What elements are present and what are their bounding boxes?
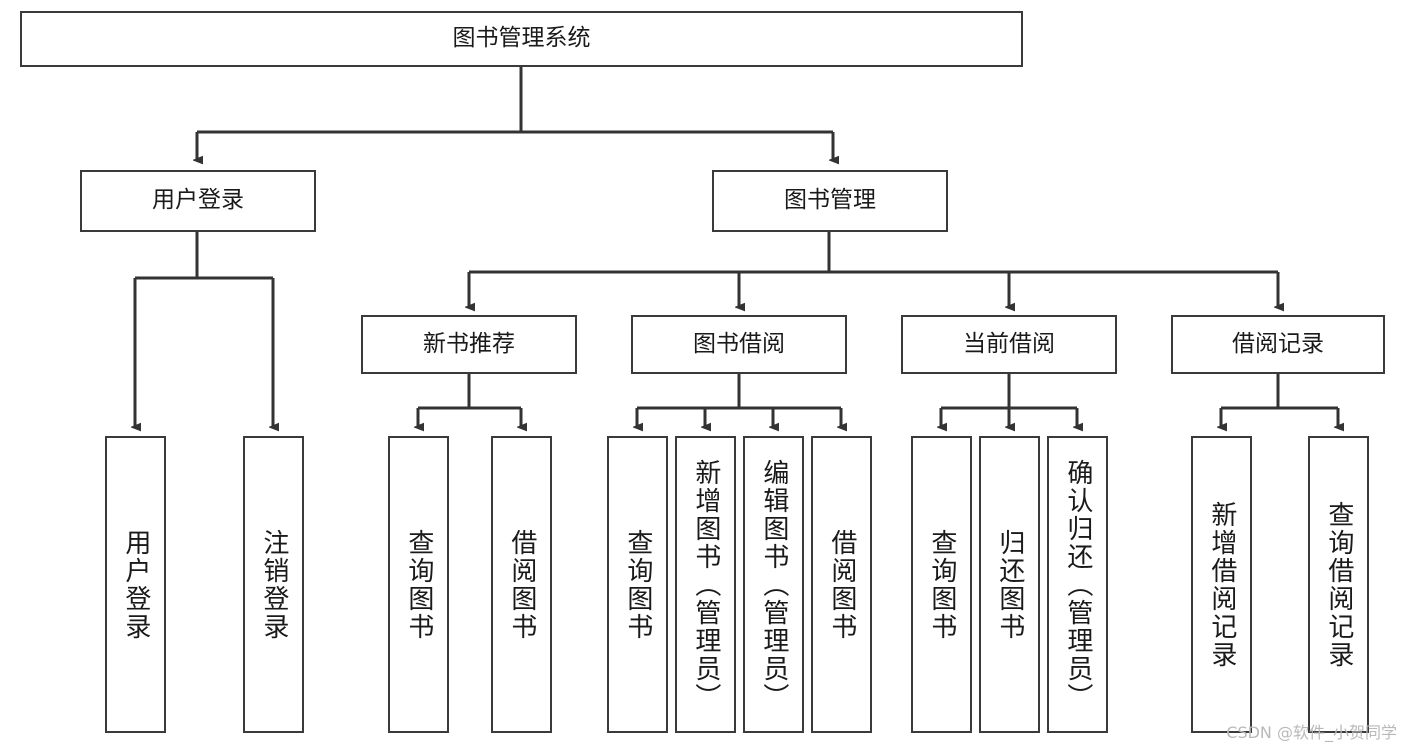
node-current-borrow-label: 当前借阅	[963, 330, 1055, 357]
node-leaf-borrow-book-1[interactable]: 借阅图书	[491, 436, 552, 733]
node-book-manage-label: 图书管理	[784, 187, 876, 214]
node-user-login[interactable]: 用户登录	[80, 170, 316, 232]
node-leaf-add-record[interactable]: 新增借阅记录	[1191, 436, 1252, 733]
node-root-label: 图书管理系统	[452, 25, 591, 52]
node-new-book-recommend-label: 新书推荐	[423, 330, 515, 357]
node-leaf-add-record-label: 新增借阅记录	[1206, 500, 1237, 669]
node-leaf-borrow-book-1-label: 借阅图书	[506, 528, 537, 641]
node-borrow-record-label: 借阅记录	[1232, 330, 1324, 357]
node-leaf-user-login[interactable]: 用户登录	[105, 436, 166, 733]
node-leaf-confirm-return-label: 确认归还（管理员）	[1062, 458, 1093, 711]
node-book-borrow[interactable]: 图书借阅	[631, 315, 847, 374]
node-leaf-query-book-1-label: 查询图书	[403, 528, 434, 641]
node-root[interactable]: 图书管理系统	[20, 11, 1023, 67]
node-leaf-edit-book[interactable]: 编辑图书（管理员）	[743, 436, 804, 733]
node-leaf-user-login-label: 用户登录	[120, 528, 151, 641]
node-leaf-query-book-2[interactable]: 查询图书	[607, 436, 668, 733]
node-leaf-borrow-book-2-label: 借阅图书	[826, 528, 857, 641]
node-leaf-confirm-return[interactable]: 确认归还（管理员）	[1047, 436, 1108, 733]
node-book-manage[interactable]: 图书管理	[712, 170, 948, 232]
node-user-login-label: 用户登录	[152, 187, 244, 214]
node-leaf-edit-book-label: 编辑图书（管理员）	[758, 458, 789, 711]
watermark-text: CSDN @软件_小贺同学	[1226, 723, 1397, 742]
node-leaf-borrow-book-2[interactable]: 借阅图书	[811, 436, 872, 733]
node-leaf-query-book-2-label: 查询图书	[622, 528, 653, 641]
node-leaf-query-record[interactable]: 查询借阅记录	[1308, 436, 1369, 733]
node-current-borrow[interactable]: 当前借阅	[901, 315, 1117, 374]
node-leaf-query-book-1[interactable]: 查询图书	[388, 436, 449, 733]
node-leaf-logout-login-label: 注销登录	[258, 528, 289, 641]
node-leaf-query-book-3-label: 查询图书	[926, 528, 957, 641]
node-book-borrow-label: 图书借阅	[693, 330, 785, 357]
node-leaf-return-book-label: 归还图书	[994, 528, 1025, 641]
node-leaf-logout-login[interactable]: 注销登录	[243, 436, 304, 733]
node-leaf-query-book-3[interactable]: 查询图书	[911, 436, 972, 733]
node-leaf-query-record-label: 查询借阅记录	[1323, 500, 1354, 669]
node-borrow-record[interactable]: 借阅记录	[1171, 315, 1385, 374]
node-leaf-return-book[interactable]: 归还图书	[979, 436, 1040, 733]
node-new-book-recommend[interactable]: 新书推荐	[361, 315, 577, 374]
node-leaf-add-book-label: 新增图书（管理员）	[690, 458, 721, 711]
node-leaf-add-book[interactable]: 新增图书（管理员）	[675, 436, 736, 733]
